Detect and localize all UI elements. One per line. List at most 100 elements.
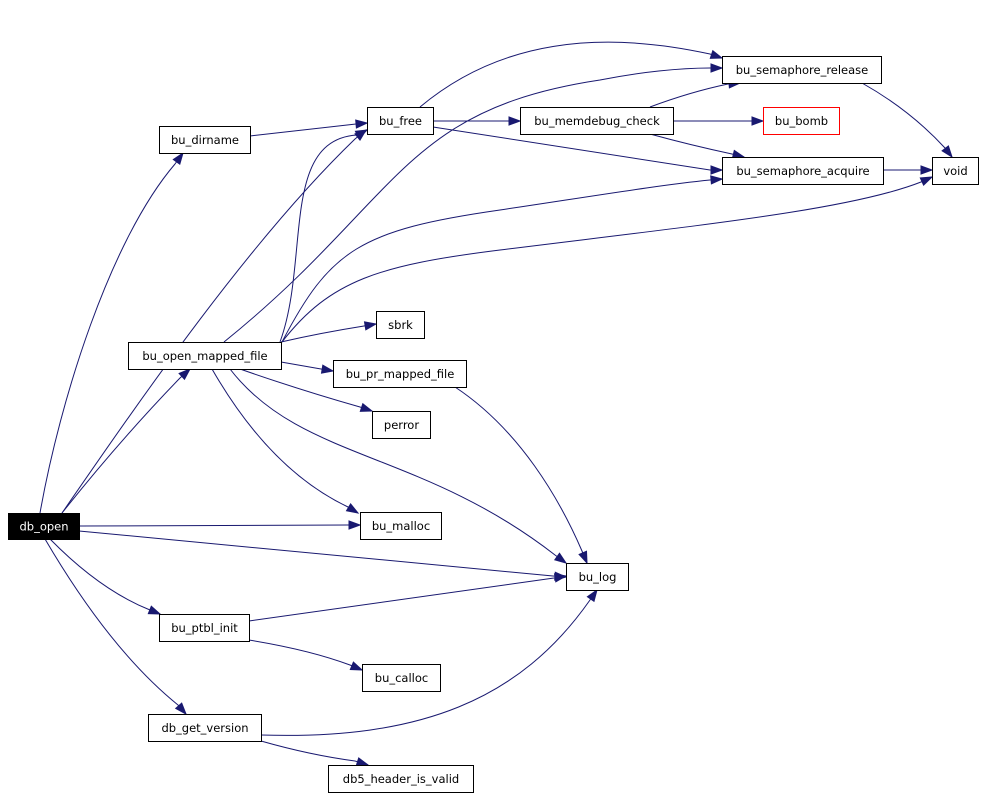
node-box	[159, 126, 251, 154]
edge-bu-open-mapped-file-to-sbrk	[280, 321, 378, 343]
edge-line	[49, 538, 161, 615]
edge-arrowhead	[355, 119, 369, 129]
edge-bu-open-mapped-file-to-bu-semaphore-release	[223, 63, 724, 343]
edge-arrowhead	[174, 702, 187, 716]
edge-line	[211, 368, 359, 514]
edge-bu-dirname-to-bu-free	[249, 119, 369, 137]
edge-bu-memdebug-check-to-bu-bomb	[673, 116, 765, 126]
edge-bu-semaphore-acquire-to-void	[883, 165, 934, 175]
node-label: bu_open_mapped_file	[142, 349, 267, 363]
edge-arrowhead	[349, 661, 364, 671]
edge-line	[260, 589, 598, 736]
edge-arrowhead	[553, 552, 568, 564]
edge-bu-ptbl-init-to-bu-calloc	[248, 639, 364, 671]
node-label: bu_pr_mapped_file	[346, 367, 455, 381]
node-box	[722, 157, 884, 185]
node-box	[333, 360, 467, 388]
node-perror[interactable]: perror	[372, 411, 431, 439]
edge-bu-open-mapped-file-to-bu-pr-mapped-file	[280, 361, 335, 374]
node-box	[932, 157, 979, 185]
edge-line	[454, 386, 588, 564]
node-bu-malloc[interactable]: bu_malloc	[360, 512, 442, 540]
edges-layer	[39, 41, 953, 767]
node-box	[128, 342, 282, 370]
edge-arrowhead	[919, 176, 934, 187]
edge-db-open-to-db-get-version	[44, 538, 187, 716]
node-box	[328, 765, 474, 793]
edge-arrowhead	[363, 321, 378, 331]
edge-arrowhead	[359, 402, 374, 412]
edge-line	[248, 575, 567, 622]
edge-bu-free-to-bu-memdebug-check	[433, 116, 522, 126]
edge-arrowhead	[578, 550, 588, 565]
node-db-open[interactable]: db_open	[8, 513, 80, 540]
edge-line	[432, 126, 722, 171]
edge-bu-free-to-bu-semaphore-release	[419, 41, 724, 108]
edge-arrowhead	[345, 503, 360, 514]
edge-line	[223, 67, 722, 343]
edge-arrowhead	[710, 63, 724, 73]
edge-line	[260, 740, 369, 766]
node-bu-memdebug-check[interactable]: bu_memdebug_check	[520, 107, 674, 135]
edge-line	[649, 82, 741, 108]
node-sbrk[interactable]: sbrk	[376, 311, 425, 339]
edge-arrowhead	[354, 129, 369, 140]
node-bu-semaphore-acquire[interactable]: bu_semaphore_acquire	[722, 157, 884, 185]
edge-bu-open-mapped-file-to-bu-semaphore-acquire	[281, 175, 724, 343]
node-bu-log[interactable]: bu_log	[566, 563, 629, 591]
node-box	[520, 107, 674, 135]
edge-line	[248, 639, 363, 671]
edge-arrowhead	[320, 364, 335, 374]
edge-line	[78, 524, 360, 527]
node-label: bu_memdebug_check	[534, 114, 660, 128]
node-bu-pr-mapped-file[interactable]: bu_pr_mapped_file	[333, 360, 467, 388]
node-box	[360, 512, 442, 540]
edge-db-open-to-bu-open-mapped-file	[61, 368, 192, 514]
node-box	[376, 311, 425, 339]
node-label: bu_ptbl_init	[171, 621, 238, 635]
node-bu-bomb[interactable]: bu_bomb	[763, 107, 840, 135]
node-bu-dirname[interactable]: bu_dirname	[159, 126, 251, 154]
node-bu-open-mapped-file[interactable]: bu_open_mapped_file	[128, 342, 282, 370]
edge-arrowhead	[355, 757, 370, 767]
node-label: db5_header_is_valid	[343, 772, 459, 786]
edge-arrowhead	[710, 165, 724, 175]
node-label: db_open	[19, 520, 68, 534]
node-label: bu_log	[579, 570, 617, 584]
node-label: bu_free	[379, 114, 422, 128]
edge-line	[249, 122, 368, 137]
node-label: bu_calloc	[375, 671, 428, 685]
edge-db-open-to-bu-log	[78, 530, 568, 581]
node-label: db_get_version	[161, 721, 248, 735]
node-label: void	[943, 164, 967, 178]
edge-line	[649, 133, 745, 158]
edge-db-open-to-bu-malloc	[78, 520, 362, 530]
node-box	[763, 107, 840, 135]
node-label: bu_semaphore_acquire	[736, 164, 869, 178]
edge-arrowhead	[508, 116, 522, 126]
node-box	[159, 614, 250, 642]
edge-arrowhead	[147, 605, 162, 615]
node-void[interactable]: void	[932, 157, 979, 185]
edge-line	[419, 41, 723, 108]
node-bu-ptbl-init[interactable]: bu_ptbl_init	[159, 614, 250, 642]
node-label: sbrk	[388, 318, 413, 332]
edge-line	[281, 176, 933, 343]
node-db-get-version[interactable]: db_get_version	[148, 714, 262, 742]
node-bu-calloc[interactable]: bu_calloc	[362, 664, 441, 692]
edge-arrowhead	[751, 116, 765, 126]
node-db5-header-is-valid[interactable]: db5_header_is_valid	[328, 765, 474, 793]
edge-arrowhead	[348, 520, 362, 530]
node-box	[362, 664, 441, 692]
edge-bu-pr-mapped-file-to-bu-log	[454, 386, 588, 565]
edge-arrowhead	[553, 573, 568, 583]
node-box	[566, 563, 629, 591]
node-label: bu_malloc	[372, 519, 430, 533]
edge-bu-free-to-bu-semaphore-acquire	[432, 126, 724, 175]
node-bu-semaphore-release[interactable]: bu_semaphore_release	[722, 56, 882, 84]
node-label: bu_dirname	[171, 133, 239, 147]
node-bu-free[interactable]: bu_free	[367, 107, 434, 135]
edge-db-open-to-bu-ptbl-init	[49, 538, 162, 615]
edge-arrowhead	[920, 165, 934, 175]
